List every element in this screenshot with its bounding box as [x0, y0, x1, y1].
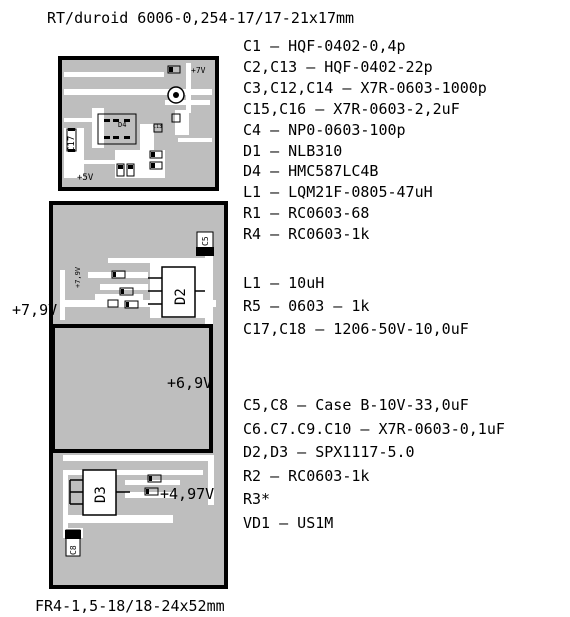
plus6-9v-label: +6,9V: [167, 374, 212, 392]
bom-bottom-list: C5,C8 – Case B-10V-33,0uF C6.C7.C9.C10 –…: [243, 394, 505, 535]
plus7v-label: +7V: [191, 66, 206, 75]
bom-top-list: C1 – HQF-0402-0,4p C2,C13 – HQF-0402-22p…: [243, 36, 487, 245]
top-board-caption: RT/duroid 6006-0,254-17/17-21x17mm: [47, 9, 355, 27]
bom-item: R5 – 0603 – 1k: [243, 297, 370, 315]
bom-item: L1 – 10uH: [243, 274, 325, 292]
bottom-board: C5 D2 +7,9V +6,9V: [49, 201, 228, 589]
bom-item: C17,C18 – 1206-50V-10,0uF: [243, 320, 469, 338]
bom-item: C2,C13 – HQF-0402-22p: [243, 57, 433, 76]
bom-item: C1 – HQF-0402-0,4p: [243, 37, 406, 55]
bom-item: C5,C8 – Case B-10V-33,0uF: [243, 396, 469, 414]
plus7-9v-small-label: +7,9V: [74, 266, 82, 288]
plus4-97v-label: +4,97V: [160, 485, 214, 503]
bom-item: C4 – NP0-0603-100p: [243, 120, 406, 139]
bom-item: C6.C7.C9.C10 – X7R-0603-0,1uF: [243, 419, 505, 438]
bom-item: C3,C12,C14 – X7R-0603-1000p: [243, 78, 487, 97]
bom-item: D4 – HMC587LC4B: [243, 162, 379, 181]
plus7-9v-input-label: +7,9V: [12, 301, 58, 319]
bom-item: R1 – RC0603-68: [243, 204, 370, 223]
d3-label: D3: [93, 486, 109, 503]
bom-item: VD1 – US1M: [243, 513, 334, 532]
bom-item: R2 – RC0603-1k: [243, 466, 370, 485]
d4-label: D4: [118, 121, 126, 129]
bom-item: D1 – NLB310: [243, 141, 343, 160]
c8-label: C8: [69, 545, 78, 555]
c13-label: C13: [153, 124, 162, 130]
bom-item: L1 – LQM21F-0805-47uH: [243, 183, 433, 202]
d2-component: D2: [148, 266, 205, 318]
d3-component: D3: [69, 469, 130, 516]
bom-mid-list: L1 – 10uH R5 – 0603 – 1k C17,C18 – 1206-…: [243, 272, 469, 341]
bottom-board-caption: FR4-1,5-18/18-24x52mm: [35, 597, 225, 615]
bom-item: D2,D3 – SPX1117-5.0: [243, 443, 415, 461]
c5-label: C5: [201, 236, 210, 246]
bom-item: R3*: [243, 490, 271, 508]
plus5v-label: +5V: [77, 173, 94, 183]
d2-label: D2: [173, 288, 189, 305]
top-board: D4 C13 +7V +5V C17: [58, 56, 219, 191]
bom-item: C15,C16 – X7R-0603-2,2uF: [243, 99, 460, 118]
c17-label: C17: [67, 136, 77, 152]
bom-item: R4 – RC0603-1k: [243, 225, 370, 244]
